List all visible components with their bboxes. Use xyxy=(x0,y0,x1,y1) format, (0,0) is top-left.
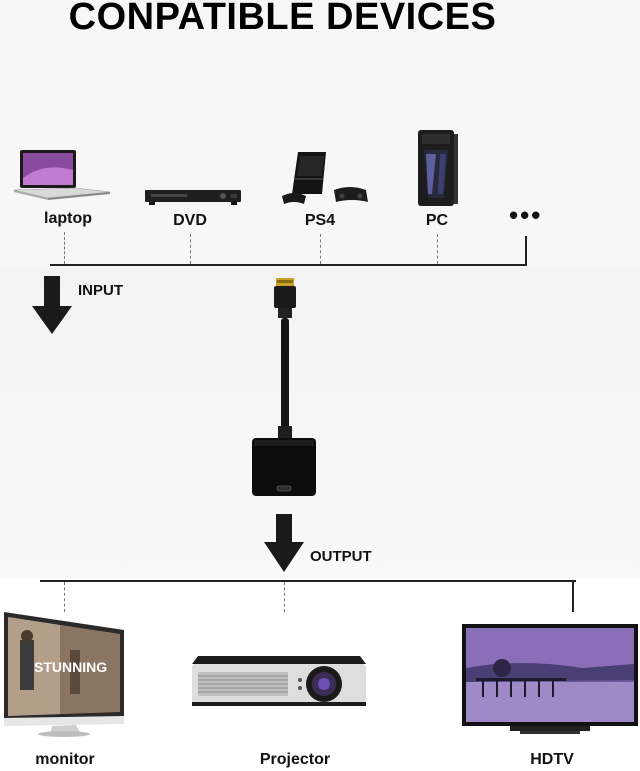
device-label-hdtv: HDTV xyxy=(530,751,574,768)
connector-more xyxy=(525,236,527,266)
device-label-ps4: PS4 xyxy=(304,212,336,229)
input-label: INPUT xyxy=(78,282,123,299)
projector-icon xyxy=(190,652,370,710)
input-bus-line xyxy=(50,264,527,266)
ps4-console-icon xyxy=(282,150,370,208)
pc-tower-icon xyxy=(414,128,460,208)
connector-hdtv xyxy=(572,580,574,612)
output-arrow-icon xyxy=(264,514,304,572)
connector-dvd xyxy=(190,234,191,264)
connector-projector xyxy=(284,582,285,612)
dvd-player-icon xyxy=(145,188,241,206)
middle-background xyxy=(0,268,640,578)
laptop-icon xyxy=(14,148,112,208)
output-label: OUTPUT xyxy=(310,548,372,565)
input-arrow-icon xyxy=(32,276,72,334)
more-devices-ellipsis: ••• xyxy=(509,200,543,230)
hdmi-vga-adapter-icon xyxy=(250,276,320,498)
connector-pc xyxy=(437,234,438,264)
page-title: CONPATIBLE DEVICES xyxy=(68,0,497,38)
device-label-monitor: monitor xyxy=(35,751,95,768)
device-label-pc: PC xyxy=(425,212,449,229)
output-bus-line xyxy=(40,580,576,582)
connector-laptop xyxy=(64,232,65,264)
monitor-screen-text: STUNNING xyxy=(34,659,107,675)
device-label-dvd: DVD xyxy=(173,212,207,229)
top-background xyxy=(0,0,640,268)
monitor-icon: STUNNING xyxy=(0,610,130,738)
connector-monitor xyxy=(64,582,65,612)
hdtv-icon xyxy=(462,624,640,740)
device-label-projector: Projector xyxy=(259,751,331,768)
device-label-laptop: laptop xyxy=(44,210,92,227)
connector-ps4 xyxy=(320,234,321,264)
